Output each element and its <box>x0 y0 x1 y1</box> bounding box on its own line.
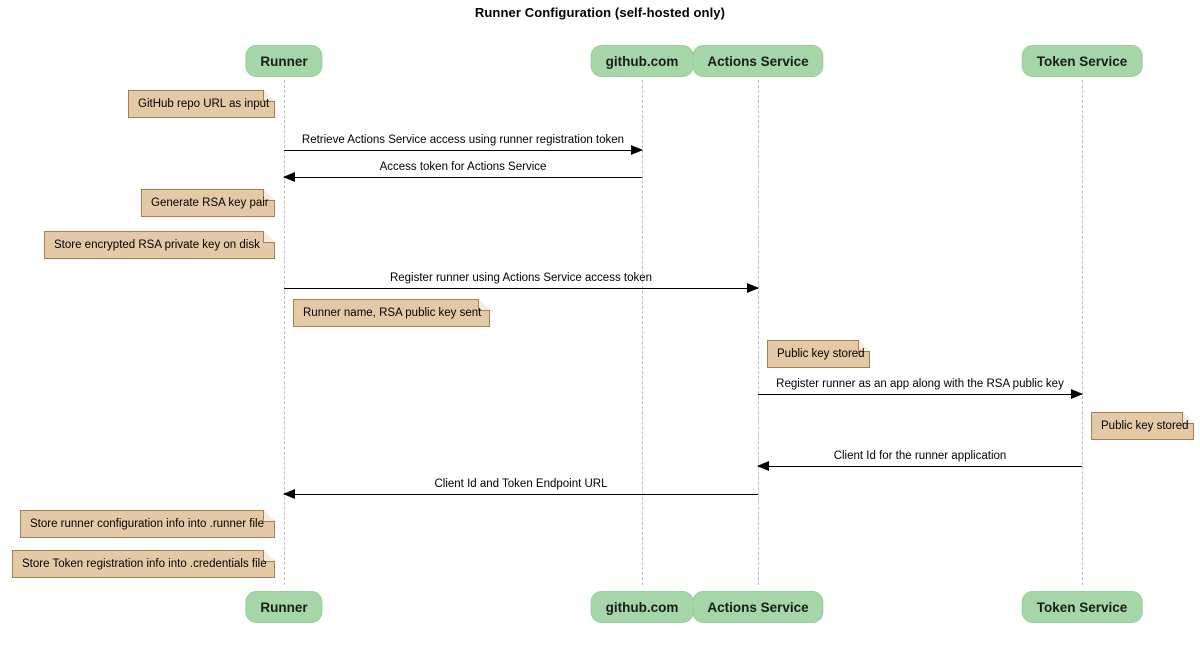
participant-label: Runner <box>260 600 308 615</box>
message-line <box>284 494 758 495</box>
arrowhead-left-icon <box>757 461 769 471</box>
note-fold-corner-icon <box>263 509 275 522</box>
participant-runner-bottom[interactable]: Runner <box>245 591 323 623</box>
note: Public key stored <box>767 339 870 368</box>
message-arrow: Client Id and Token Endpoint URL <box>283 478 758 499</box>
participant-token-top[interactable]: Token Service <box>1021 45 1143 77</box>
note-text: Runner name, RSA public key sent <box>303 307 482 319</box>
message-arrow: Retrieve Actions Service access using ru… <box>284 134 643 155</box>
participant-actions-bottom[interactable]: Actions Service <box>692 591 824 623</box>
message-label: Retrieve Actions Service access using ru… <box>301 134 625 146</box>
note-fold-corner-icon <box>1182 411 1194 424</box>
message-label: Client Id for the runner application <box>833 450 1007 462</box>
note-fold-corner-icon <box>858 339 870 352</box>
arrowhead-right-icon <box>631 145 643 155</box>
note-fold-corner-icon <box>263 549 275 562</box>
note-text: Public key stored <box>777 348 865 360</box>
arrowhead-left-icon <box>283 489 295 499</box>
note: GitHub repo URL as input <box>128 89 275 118</box>
arrowhead-left-icon <box>283 172 295 182</box>
message-line <box>284 150 642 151</box>
note-fold-corner-icon <box>263 89 275 102</box>
note: Generate RSA key pair <box>141 188 275 217</box>
participant-label: github.com <box>605 600 679 615</box>
participant-runner-top[interactable]: Runner <box>245 45 323 77</box>
note: Store runner configuration info into .ru… <box>20 509 275 538</box>
arrowhead-right-icon <box>1071 389 1083 399</box>
participant-label: Runner <box>260 54 308 69</box>
participant-token-bottom[interactable]: Token Service <box>1021 591 1143 623</box>
note-text: Public key stored <box>1101 420 1189 432</box>
note-text: Store encrypted RSA private key on disk <box>54 239 260 251</box>
participant-github-bottom[interactable]: github.com <box>590 591 694 623</box>
note-fold-corner-icon <box>263 230 275 243</box>
note-text: Store Token registration info into .cred… <box>22 558 267 570</box>
note: Store encrypted RSA private key on disk <box>44 230 275 259</box>
message-arrow: Access token for Actions Service <box>283 161 642 182</box>
participant-label: github.com <box>605 54 679 69</box>
participant-actions-top[interactable]: Actions Service <box>692 45 824 77</box>
message-label: Access token for Actions Service <box>379 161 547 173</box>
diagram-title: Runner Configuration (self-hosted only) <box>474 5 726 20</box>
participant-label: Actions Service <box>707 54 809 69</box>
note-text: Store runner configuration info into .ru… <box>30 518 264 530</box>
participant-label: Token Service <box>1036 600 1128 615</box>
message-arrow: Register runner as an app along with the… <box>758 378 1083 399</box>
message-label: Register runner using Actions Service ac… <box>389 272 653 284</box>
participant-label: Actions Service <box>707 600 809 615</box>
note-text: GitHub repo URL as input <box>138 98 270 110</box>
message-line <box>758 394 1082 395</box>
lifeline-actions <box>758 80 759 585</box>
message-line <box>284 288 758 289</box>
note-fold-corner-icon <box>263 188 275 201</box>
lifeline-runner <box>284 80 285 585</box>
message-label: Client Id and Token Endpoint URL <box>434 478 608 490</box>
participant-github-top[interactable]: github.com <box>590 45 694 77</box>
lifeline-github <box>642 80 643 585</box>
participant-label: Token Service <box>1036 54 1128 69</box>
note: Public key stored <box>1091 411 1194 440</box>
note: Runner name, RSA public key sent <box>293 298 490 327</box>
arrowhead-right-icon <box>747 283 759 293</box>
message-line <box>284 177 642 178</box>
note-fold-corner-icon <box>478 298 490 311</box>
message-label: Register runner as an app along with the… <box>776 378 1064 390</box>
note: Store Token registration info into .cred… <box>12 549 275 578</box>
message-arrow: Client Id for the runner application <box>757 450 1082 471</box>
lifeline-token <box>1082 80 1083 585</box>
message-arrow: Register runner using Actions Service ac… <box>284 272 759 293</box>
message-line <box>758 466 1082 467</box>
note-text: Generate RSA key pair <box>151 197 269 209</box>
